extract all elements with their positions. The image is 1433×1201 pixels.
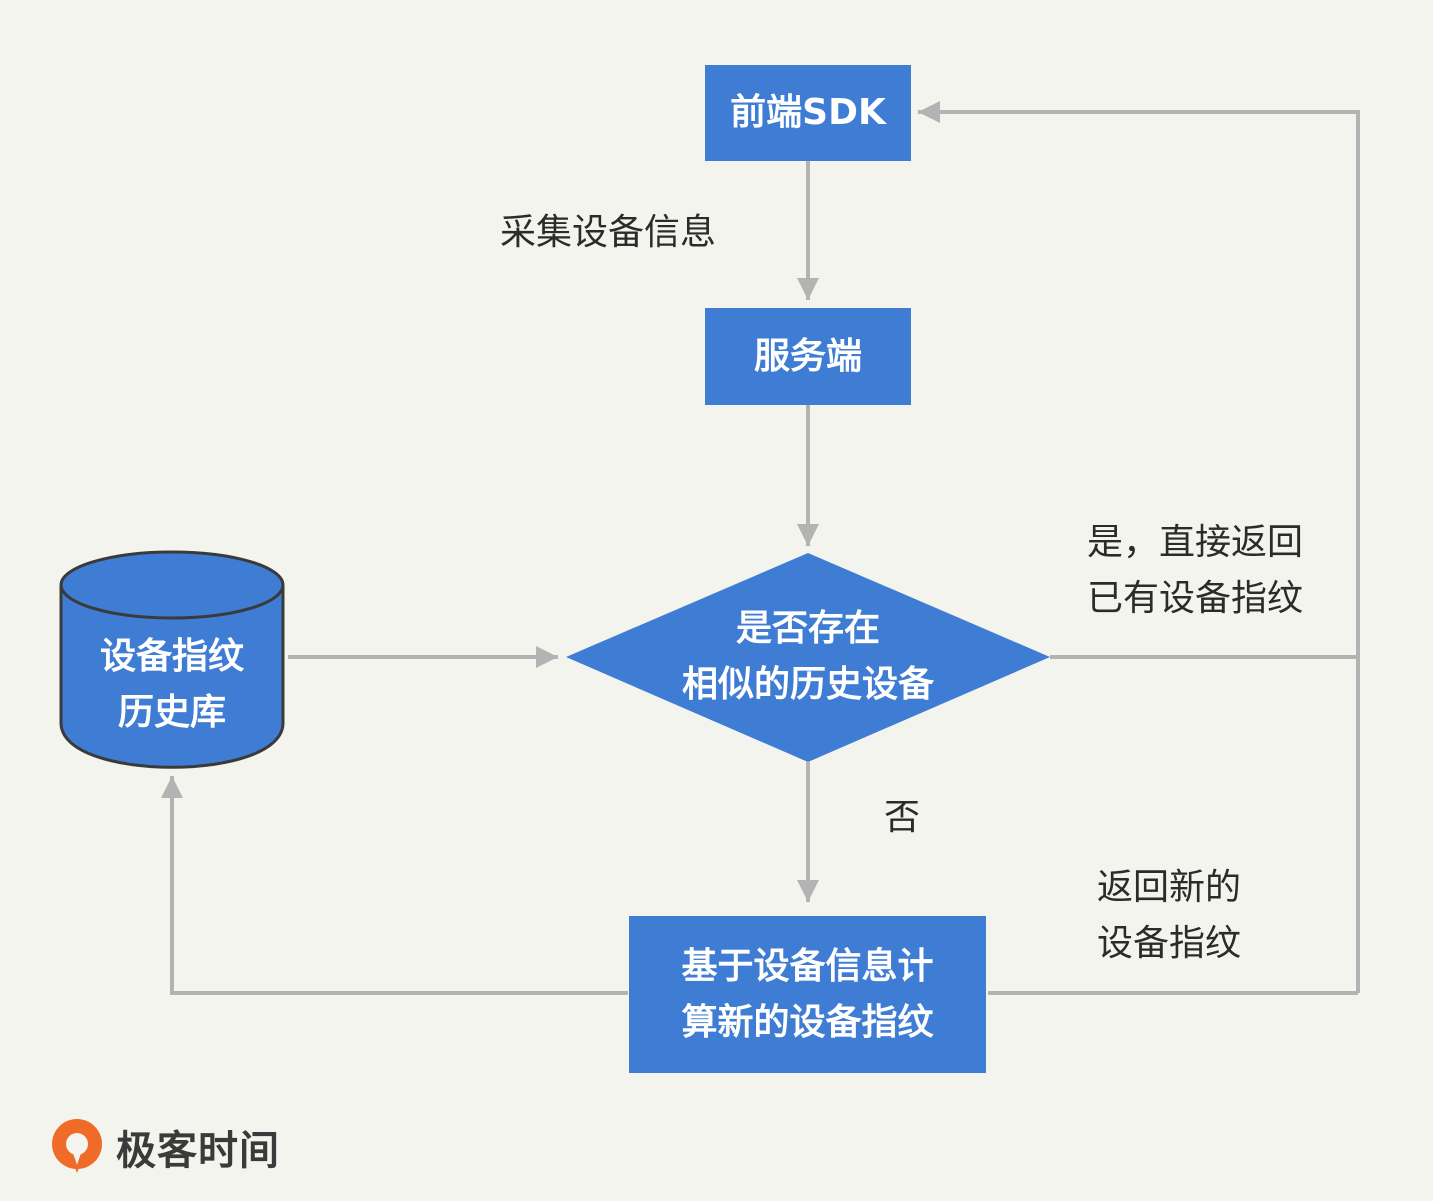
brand-logo: 极客时间 [48, 1112, 280, 1182]
database-line-2: 历史库 [117, 691, 226, 733]
database-cylinder [59, 550, 285, 769]
decision-line-2: 相似的历史设备 [681, 664, 934, 705]
database-line-1: 设备指纹 [99, 635, 244, 677]
arrow-compute-to-database [161, 776, 628, 995]
edge-label-collect: 采集设备信息 [500, 212, 717, 253]
geektime-logo-icon [52, 1119, 102, 1173]
node-sdk-label: 前端SDK [730, 92, 886, 133]
node-decision-text: 是否存在 相似的历史设备 [566, 590, 1050, 724]
node-server-label: 服务端 [753, 335, 862, 377]
node-database-text: 设备指纹 历史库 [62, 627, 282, 742]
decision-line-1: 是否存在 [735, 608, 880, 649]
node-server: 服务端 [705, 308, 911, 405]
edge-label-yes: 是，直接返回 已有设备指纹 [1087, 515, 1303, 627]
edge-label-no: 否 [884, 797, 921, 838]
edge-label-yes-line-2: 已有设备指纹 [1087, 578, 1304, 619]
compute-line-2: 算新的设备指纹 [681, 1001, 934, 1043]
decision-diamond [566, 553, 1050, 762]
brand-name: 极客时间 [116, 1128, 280, 1174]
compute-line-1: 基于设备信息计 [681, 945, 934, 987]
node-sdk: 前端SDK [705, 65, 911, 161]
edge-label-return-new-line-1: 返回新的 [1097, 867, 1242, 908]
edge-label-yes-line-1: 是，直接返回 [1087, 522, 1304, 563]
edge-label-return-new: 返回新的 设备指纹 [1097, 860, 1241, 972]
edge-label-return-new-line-2: 设备指纹 [1097, 923, 1242, 964]
node-compute: 基于设备信息计 算新的设备指纹 [629, 916, 986, 1073]
arrow-return-to-sdk [918, 101, 1360, 993]
